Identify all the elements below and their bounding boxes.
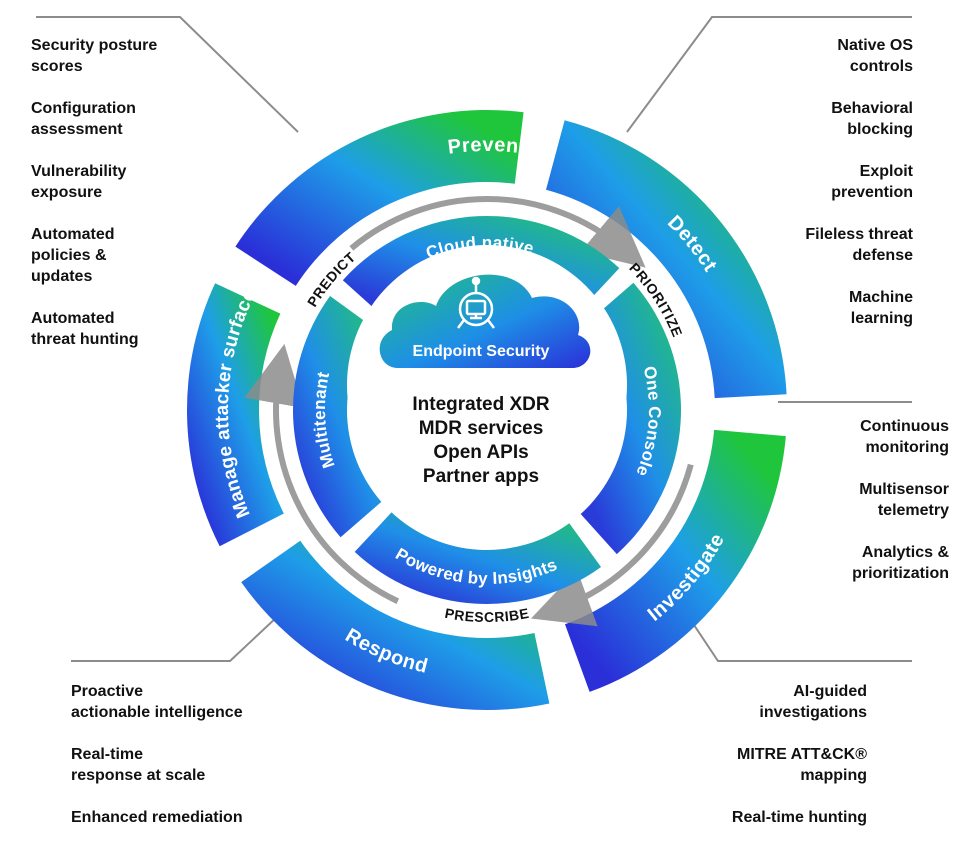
callout-item-bottom-left: Proactive actionable intelligence xyxy=(71,683,243,721)
cycle-arrow-3 xyxy=(244,343,400,604)
callout-item-left: Vulnerability exposure xyxy=(31,163,127,201)
callout-item-right: Behavioral blocking xyxy=(831,100,913,138)
segment-one-console xyxy=(580,282,681,555)
callout-item-left: Automated threat hunting xyxy=(31,310,139,348)
segment-powered-by-insights xyxy=(354,512,602,604)
callout-item-right: Machine learning xyxy=(848,289,913,327)
callout-item-left: Security posture scores xyxy=(31,37,158,75)
callout-item-mid-right: Analytics & prioritization xyxy=(852,544,949,582)
cycle-arrow-2 xyxy=(530,463,694,627)
callout-item-bottom-right: MITRE ATT&CK® mapping xyxy=(737,746,867,784)
center-line-3: Open APIs xyxy=(433,442,528,463)
callout-item-bottom-left: Enhanced remediation xyxy=(71,809,243,826)
segment-multitenant xyxy=(293,295,382,538)
center-line-4: Partner apps xyxy=(423,466,539,487)
label-prescribe: PRESCRIBE xyxy=(444,605,531,625)
callout-item-left: Automated policies & updates xyxy=(31,226,115,285)
center-line-2: MDR services xyxy=(419,418,544,439)
callout-item-right: Native OS controls xyxy=(837,37,913,75)
label-prescribe-text: PRESCRIBE xyxy=(444,605,530,625)
callout-item-right: Exploit prevention xyxy=(831,163,913,201)
segment-prevent xyxy=(235,109,524,286)
callout-item-bottom-right: AI-guided investigations xyxy=(759,683,867,721)
segment-respond xyxy=(241,540,550,710)
cloud-label: Endpoint Security xyxy=(413,343,550,360)
callout-item-mid-right: Multisensor telemetry xyxy=(859,481,949,519)
label-prevent-text: Prevent xyxy=(447,134,528,159)
callout-line-top-left xyxy=(36,16,299,133)
label-prevent: Prevent xyxy=(447,134,528,159)
callout-item-mid-right: Continuous monitoring xyxy=(860,418,949,456)
callout-item-right: Fileless threat defense xyxy=(805,226,913,264)
segment-detect xyxy=(546,120,787,399)
callout-item-bottom-right: Real-time hunting xyxy=(731,809,867,826)
center-line-1: Integrated XDR xyxy=(412,394,550,415)
segment-investigate xyxy=(564,429,786,692)
center-hub: Endpoint Security Integrated XDR MDR ser… xyxy=(347,245,627,525)
callout-line-top-right xyxy=(626,16,912,133)
callout-item-bottom-left: Real-time response at scale xyxy=(71,746,206,784)
cycle-arrow-1 xyxy=(349,196,646,268)
monitor-robot-icon xyxy=(457,276,495,329)
callout-item-left: Configuration assessment xyxy=(31,100,136,138)
